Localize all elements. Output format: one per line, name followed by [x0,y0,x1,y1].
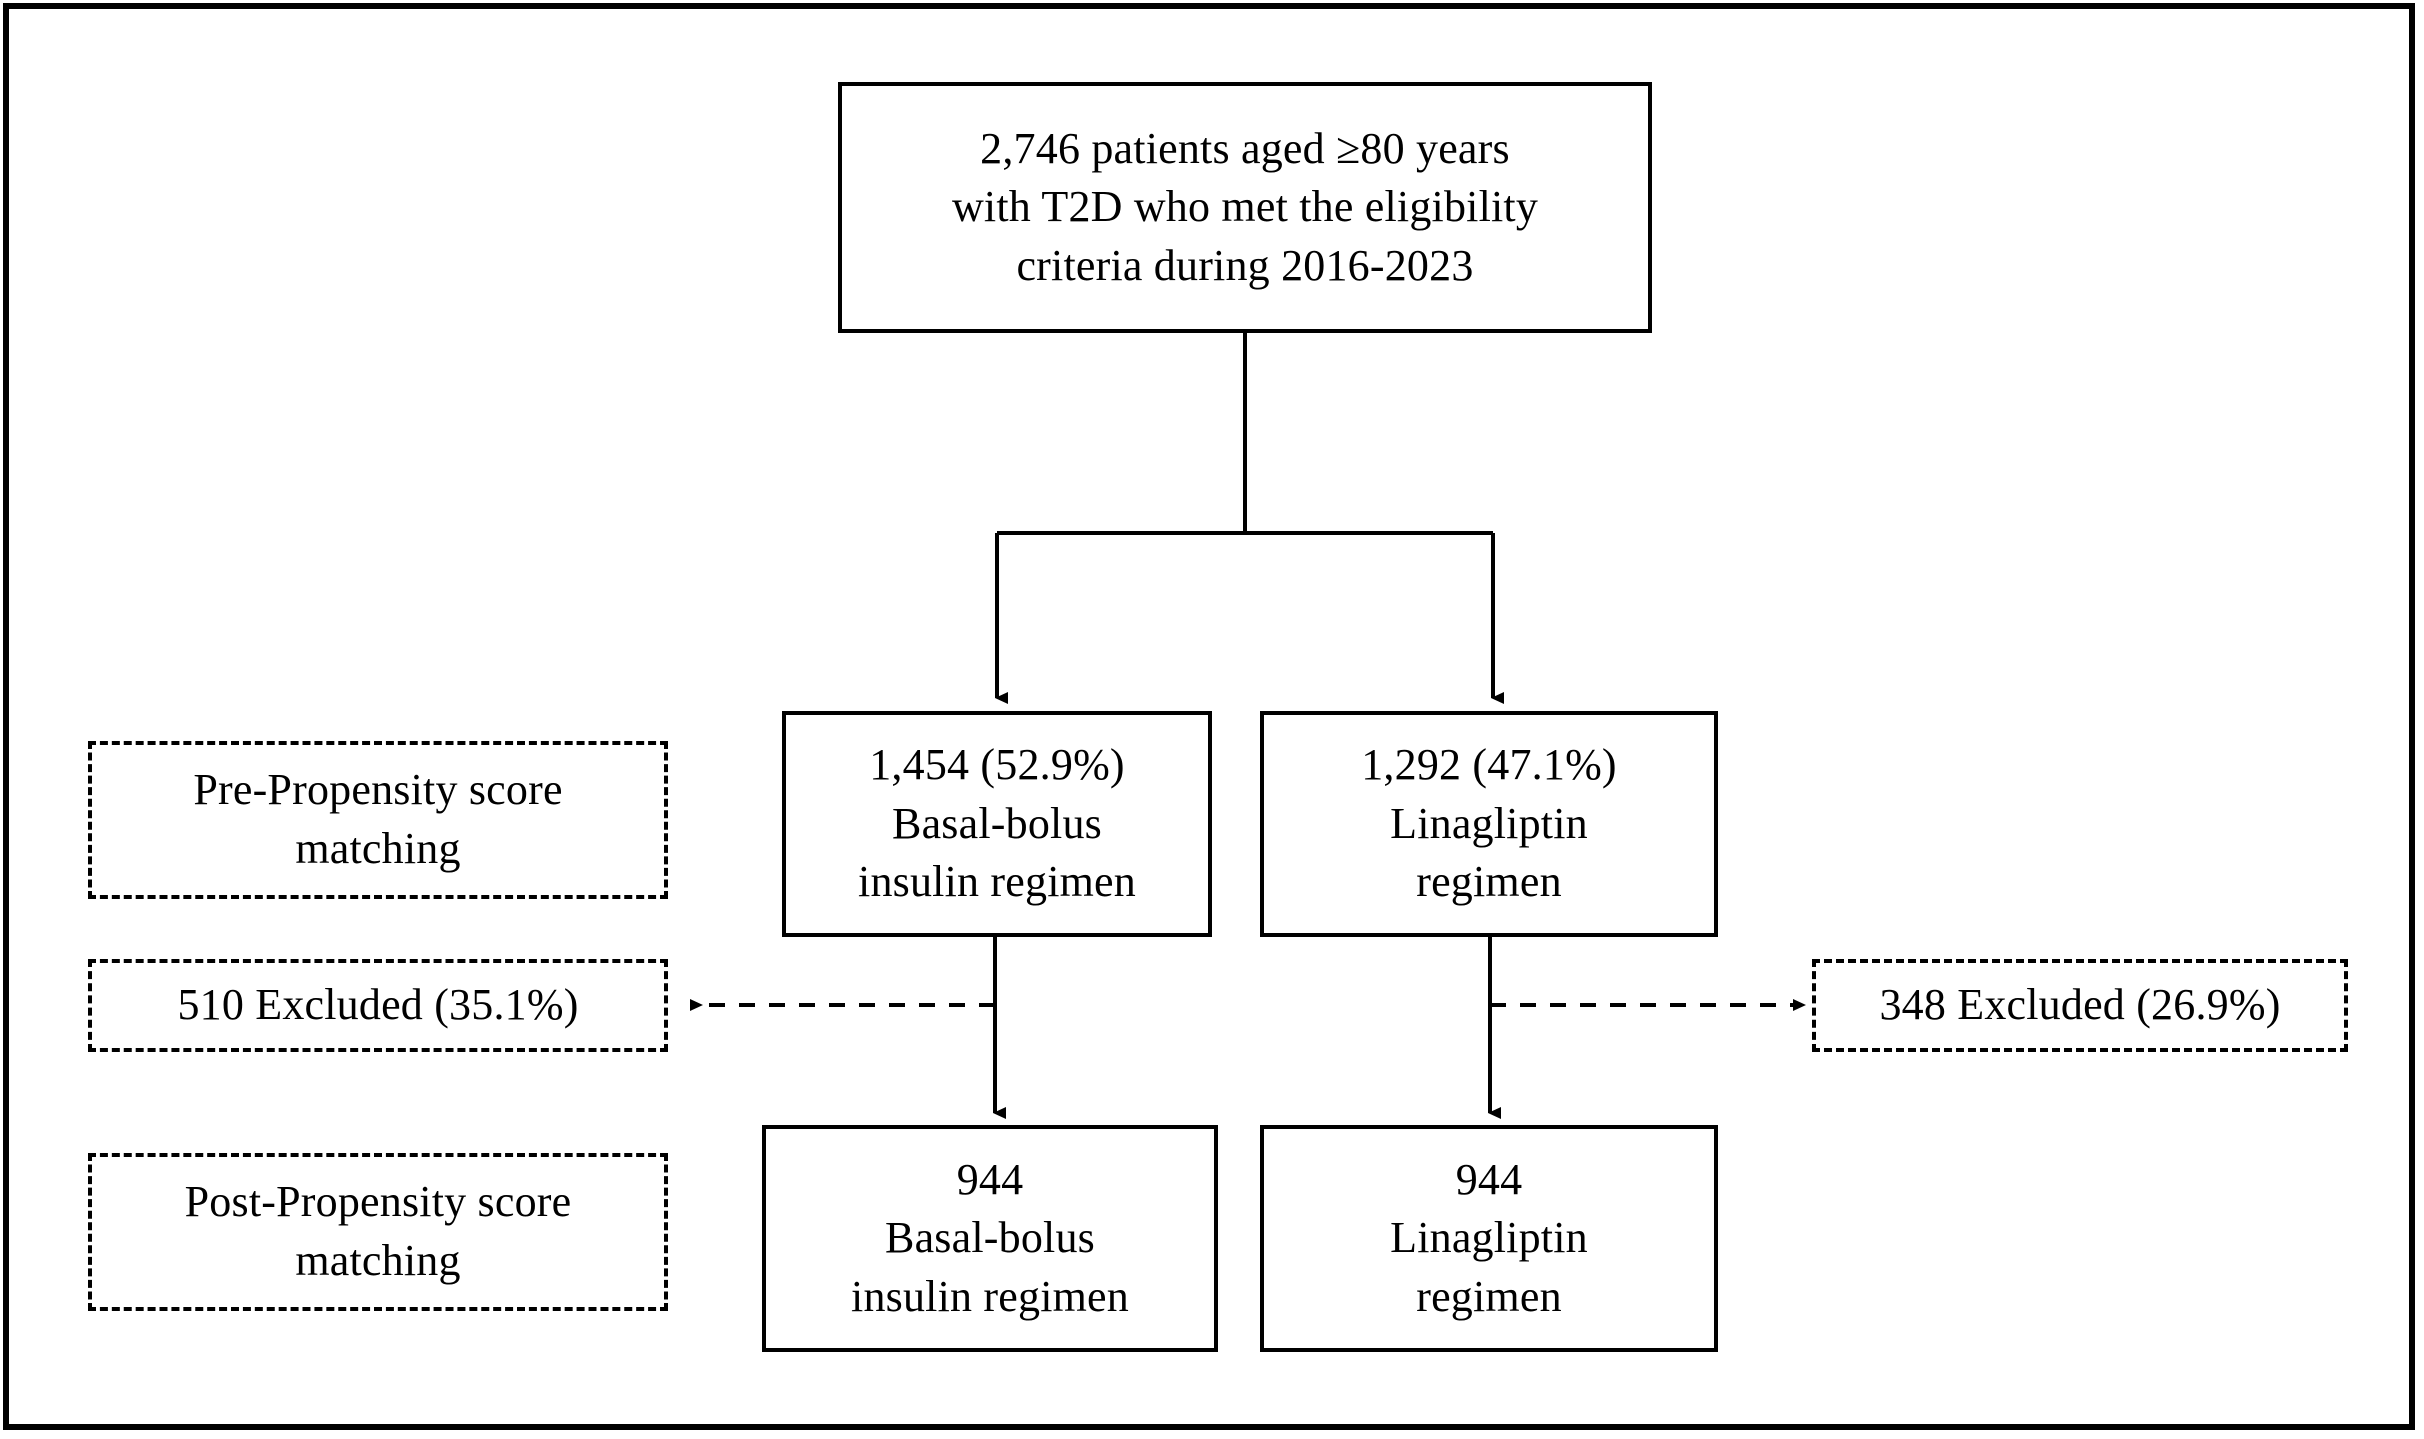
node-basal-bolus-post-line-1: 944 [956,1154,1024,1204]
node-top-cohort-line-1: 2,746 patients aged ≥80 years [980,123,1510,173]
node-linagliptin-post: 944 Linagliptin regimen [1260,1125,1718,1352]
node-basal-bolus-pre-line-1: 1,454 (52.9%) [869,740,1125,790]
node-linagliptin-pre-line-2: Linagliptin [1390,798,1588,848]
node-pre-propensity-line-2: matching [295,824,461,873]
figure-outer-border [3,3,2415,1430]
node-pre-propensity-line-1: Pre-Propensity score [193,765,563,815]
node-excluded-left: 510 Excluded (35.1%) [88,959,668,1052]
node-linagliptin-post-line-1: 944 [1455,1154,1523,1204]
node-top-cohort-line-2: with T2D who met the eligibility [951,182,1539,232]
node-linagliptin-post-line-3: regimen [1416,1271,1562,1321]
node-top-cohort: 2,746 patients aged ≥80 years with T2D w… [838,82,1652,333]
node-post-propensity-line-2: matching [295,1236,461,1285]
node-basal-bolus-post-line-3: insulin regimen [851,1271,1129,1321]
node-basal-bolus-post: 944 Basal-bolus insulin regimen [762,1125,1218,1352]
node-post-propensity-line-1: Post-Propensity score [184,1177,572,1227]
node-linagliptin-post-line-2: Linagliptin [1390,1213,1588,1263]
node-top-cohort-line-3: criteria during 2016-2023 [1016,240,1474,290]
node-linagliptin-pre-line-1: 1,292 (47.1%) [1361,740,1617,790]
node-basal-bolus-pre-line-2: Basal-bolus [892,798,1102,848]
node-excluded-left-text: 510 Excluded (35.1%) [177,980,579,1030]
node-linagliptin-pre: 1,292 (47.1%) Linagliptin regimen [1260,711,1718,937]
node-basal-bolus-pre: 1,454 (52.9%) Basal-bolus insulin regime… [782,711,1212,937]
node-pre-propensity-label: Pre-Propensity score matching [88,741,668,899]
node-basal-bolus-post-line-2: Basal-bolus [885,1213,1095,1263]
node-post-propensity-label: Post-Propensity score matching [88,1153,668,1311]
node-excluded-right: 348 Excluded (26.9%) [1812,959,2348,1052]
node-basal-bolus-pre-line-3: insulin regimen [858,857,1136,907]
node-linagliptin-pre-line-3: regimen [1416,857,1562,907]
node-excluded-right-text: 348 Excluded (26.9%) [1879,980,2281,1030]
